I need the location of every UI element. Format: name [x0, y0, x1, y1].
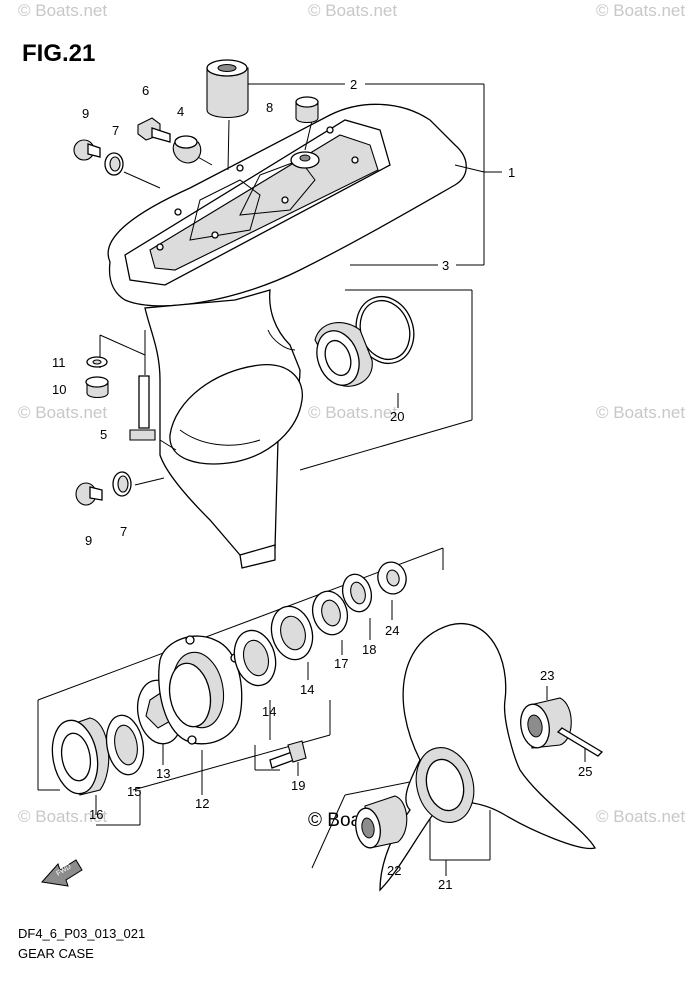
callout-9-bottom: 9: [85, 533, 92, 548]
diagram-name: GEAR CASE: [18, 946, 94, 961]
bushing-part-2: [206, 59, 249, 119]
housing-hole: [156, 243, 164, 251]
leader-line: [159, 439, 177, 451]
callout-6: 6: [142, 83, 149, 98]
callout-24: 24: [385, 623, 399, 638]
leader-line: [311, 794, 346, 869]
callout-7-top: 7: [112, 123, 119, 138]
housing-top-boss-hole: [299, 154, 311, 162]
housing-hole: [174, 208, 182, 216]
callout-20: 20: [390, 409, 404, 424]
washer-part-24: [377, 561, 407, 595]
cotter-pin-part-25: [556, 727, 604, 757]
grommet-part-4: [172, 135, 202, 164]
bolt-part-5: [129, 375, 156, 441]
callout-2: 2: [350, 77, 357, 92]
diagram-code: DF4_6_P03_013_021: [18, 926, 146, 941]
callout-19: 19: [291, 778, 305, 793]
leader-line: [134, 477, 165, 486]
housing-hole: [281, 196, 289, 204]
figure-title: FIG.21: [22, 40, 96, 67]
housing-hole: [351, 156, 359, 164]
callout-18: 18: [362, 642, 376, 657]
bearing-part-20: [314, 295, 415, 387]
seal-part-15: [105, 714, 145, 776]
callout-22: 22: [387, 863, 401, 878]
washer-part-11: [86, 356, 108, 368]
seal-part-14-a: [233, 629, 277, 687]
fwd-arrow-icon: FWD: [41, 859, 83, 887]
housing-rib: [239, 159, 316, 216]
callout-5: 5: [100, 427, 107, 442]
leader-line: [123, 171, 161, 189]
callout-9-top: 9: [82, 106, 89, 121]
propeller-part-21: [379, 622, 596, 892]
leader-line: [227, 119, 230, 171]
callout-12: 12: [195, 796, 209, 811]
callout-1: 1: [508, 165, 515, 180]
plug-part-9-bottom: [75, 482, 103, 506]
callout-16: 16: [89, 807, 103, 822]
watermark-text: © Boats.net: [596, 1, 685, 20]
washer-part-17: [311, 590, 349, 636]
callout-14-a: 14: [262, 704, 276, 719]
callout-23: 23: [540, 668, 554, 683]
watermark-text: © Boats.net: [18, 1, 107, 20]
housing-hole: [326, 126, 334, 134]
bolt-part-19: [269, 740, 307, 769]
bearing-part-16: [51, 717, 110, 796]
callout-13: 13: [156, 766, 170, 781]
bushing-part-22: [355, 795, 408, 849]
callout-25: 25: [578, 764, 592, 779]
leader-line: [454, 164, 485, 173]
watermark-text: © Boats.net: [308, 1, 397, 20]
housing-water-inlet: [267, 329, 296, 351]
watermark-text: © Boats.net: [596, 807, 685, 826]
housing-top-floor: [149, 134, 379, 271]
callout-11: 11: [52, 355, 66, 370]
callout-21: 21: [438, 877, 452, 892]
washer-part-7-top: [104, 152, 124, 176]
callout-7-bottom: 7: [120, 524, 127, 539]
leader-line: [299, 419, 473, 471]
leader-line: [37, 547, 444, 701]
seal-part-14-b: [270, 605, 314, 661]
callout-4: 4: [177, 104, 184, 119]
housing-torpedo: [169, 364, 303, 465]
callout-14-b: 14: [300, 682, 314, 697]
callout-10: 10: [52, 382, 66, 397]
watermark-text: © Boats.net: [596, 403, 685, 422]
callout-labels: 1 2 3 4 5 6 7 7 8 9 9 10 11 12 13 14 14 …: [52, 77, 592, 892]
bolt-part-6: [137, 117, 171, 143]
washer-part-7-bottom: [112, 471, 132, 497]
nut-part-10: [85, 376, 109, 399]
bearing-housing-part-12: [158, 635, 243, 745]
housing-rib: [189, 179, 261, 241]
washer-part-18: [341, 573, 373, 613]
nut-part-23: [520, 697, 572, 749]
housing-hole: [236, 164, 244, 172]
leader-line: [99, 334, 146, 356]
plug-part-9-top: [73, 139, 101, 161]
housing-torpedo-line: [179, 429, 261, 446]
watermark-text: © Boats.net: [18, 807, 107, 826]
housing-hole: [211, 231, 219, 239]
housing-skeg: [239, 544, 276, 569]
watermark-text: © Boats.net: [308, 403, 397, 422]
callout-15: 15: [127, 784, 141, 799]
watermark-text: © Boats.net: [18, 403, 107, 422]
callout-17: 17: [334, 656, 348, 671]
gear-case-housing: [107, 103, 467, 569]
callout-8: 8: [266, 100, 273, 115]
callout-3: 3: [442, 258, 449, 273]
bushing-part-8: [295, 96, 319, 124]
